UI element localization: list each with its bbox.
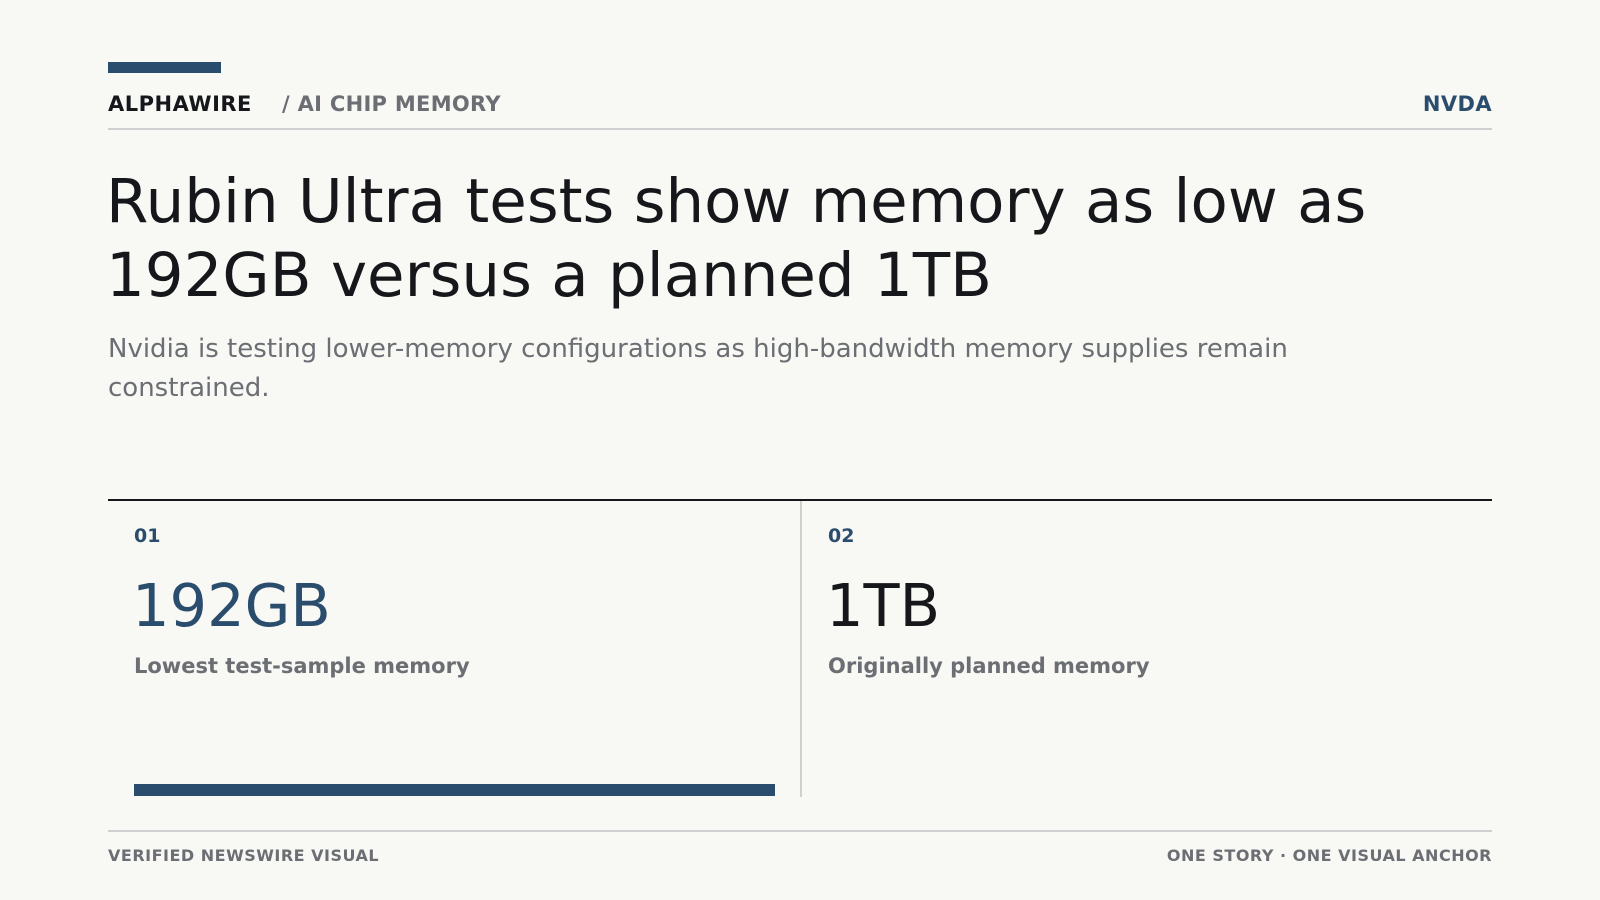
footer-tagline: ONE STORY · ONE VISUAL ANCHOR [1166, 846, 1492, 865]
footer-credit: VERIFIED NEWSWIRE VISUAL [108, 846, 380, 865]
subheadline: Nvidia is testing lower-memory configura… [108, 334, 1288, 403]
stat-label: Lowest test-sample memory [134, 654, 470, 678]
accent-bar [108, 62, 221, 73]
stats-panel: 01 192GB Lowest test-sample memory 02 1T… [108, 499, 1492, 797]
stat-index: 01 [134, 525, 161, 547]
stat-value: 1TB [826, 571, 941, 640]
footer: VERIFIED NEWSWIRE VISUAL ONE STORY · ONE… [108, 830, 1492, 865]
stat-bar-fill [134, 784, 775, 796]
stat-card-planned: 02 1TB Originally planned memory [802, 501, 1492, 797]
ticker-symbol: NVDA [1422, 92, 1492, 116]
stat-card-lowest: 01 192GB Lowest test-sample memory [108, 501, 802, 797]
brand-name: ALPHAWIRE [108, 92, 252, 116]
headline: Rubin Ultra tests show memory as low as … [106, 166, 1367, 311]
section-label: / AI CHIP MEMORY [282, 92, 501, 116]
stat-label: Originally planned memory [828, 654, 1150, 678]
stat-bar [134, 784, 775, 796]
stat-value: 192GB [132, 571, 331, 640]
stat-index: 02 [828, 525, 855, 547]
header: ALPHAWIRE / AI CHIP MEMORY NVDA [108, 92, 1492, 130]
